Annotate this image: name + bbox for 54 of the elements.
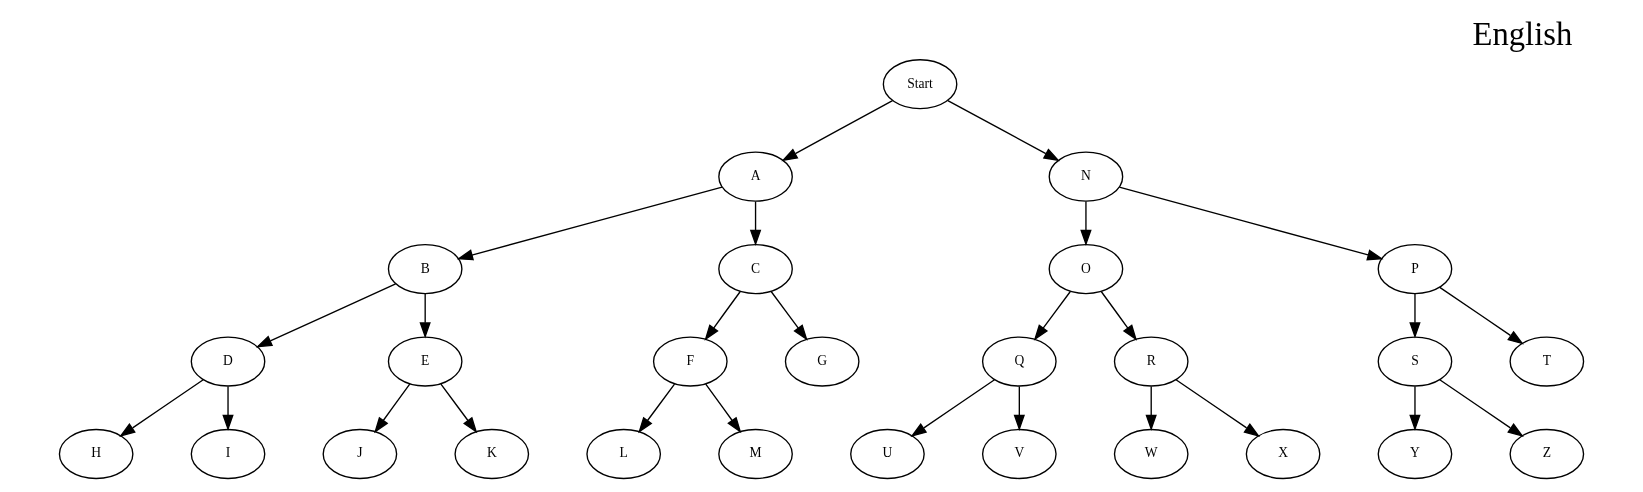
arrow (456, 186, 723, 261)
node-ellipse: P (1377, 243, 1453, 295)
arrow (704, 291, 741, 341)
node-ellipse: X (1245, 428, 1321, 480)
arrow (705, 383, 742, 434)
arrow (1100, 291, 1138, 341)
arrow (119, 379, 204, 437)
node-ellipse: S (1377, 336, 1453, 387)
arrow (1409, 293, 1421, 339)
arrow (419, 293, 431, 339)
node-ellipse: F (652, 336, 728, 387)
node-ellipse: Z (1509, 428, 1585, 480)
arrow (1013, 385, 1026, 431)
arrow (749, 200, 762, 247)
node-ellipse: C (718, 243, 793, 295)
node-ellipse: B (387, 243, 463, 295)
arrow (638, 383, 676, 434)
node-ellipse: D (190, 336, 266, 387)
arrow (255, 283, 397, 348)
arrow (770, 291, 808, 341)
node-ellipse: U (850, 428, 925, 480)
arrow (1409, 385, 1421, 431)
arrow (1080, 200, 1092, 247)
node-ellipse: Y (1377, 428, 1453, 480)
arrow (1118, 186, 1384, 261)
node-ellipse: M (718, 428, 793, 480)
node-ellipse: K (454, 428, 530, 480)
node-ellipse: O (1048, 243, 1124, 295)
arrow (1439, 379, 1524, 437)
node-ellipse: E (387, 336, 463, 387)
node-ellipse: I (190, 428, 266, 480)
node-ellipse: J (322, 428, 398, 480)
node-ellipse: Start (882, 59, 958, 110)
arrow (910, 379, 996, 437)
node-ellipse: R (1113, 336, 1189, 387)
arrow (1145, 385, 1157, 431)
node-ellipse: N (1048, 151, 1124, 202)
node-ellipse: W (1113, 428, 1189, 480)
node-ellipse: L (586, 428, 662, 480)
arrow (1033, 291, 1071, 341)
arrow (1175, 379, 1261, 437)
arrow (440, 383, 478, 434)
arrow (947, 99, 1060, 162)
node-ellipse: T (1509, 336, 1585, 387)
node-ellipse: H (58, 428, 134, 480)
arrow (374, 383, 411, 434)
arrow (1439, 286, 1524, 345)
arrow (781, 99, 894, 162)
diagram-title: English (1472, 16, 1573, 53)
node-ellipse: V (981, 428, 1057, 480)
node-ellipse: A (718, 151, 793, 202)
arrow (222, 385, 234, 431)
node-ellipse: G (784, 336, 860, 387)
node-ellipse: Q (981, 336, 1057, 387)
